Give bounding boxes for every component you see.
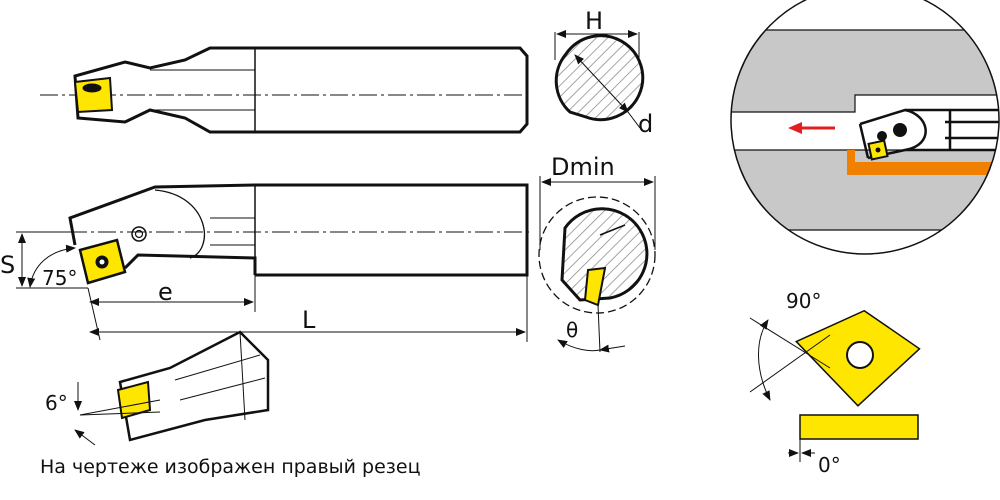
angle-theta-label: θ bbox=[566, 318, 578, 342]
angle-75-label: 75° bbox=[42, 266, 77, 290]
dim-L-label: L bbox=[302, 306, 316, 334]
detail-tool bbox=[858, 108, 999, 160]
insert-geometry bbox=[749, 309, 921, 462]
section-min-bore bbox=[538, 176, 656, 353]
dim-d-label: d bbox=[638, 110, 653, 138]
angle-6-label: 6° bbox=[45, 391, 68, 415]
detail-bore-view bbox=[730, 0, 1000, 255]
feed-arrow bbox=[788, 122, 835, 134]
dim-H-label: H bbox=[585, 7, 603, 35]
chip-path bbox=[847, 150, 999, 175]
dim-S-label: S bbox=[0, 251, 15, 279]
tool-front-view bbox=[16, 183, 530, 342]
tool-inclined-view bbox=[74, 330, 270, 446]
drawing-caption: На чертеже изображен правый резец bbox=[40, 456, 421, 478]
section-square-shank bbox=[554, 30, 645, 129]
angle-90-label: 90° bbox=[786, 289, 821, 313]
angle-0-label: 0° bbox=[818, 453, 841, 477]
dim-Dmin-label: Dmin bbox=[551, 153, 615, 181]
tool-top-view bbox=[40, 46, 529, 134]
dim-e-label: e bbox=[158, 278, 173, 306]
